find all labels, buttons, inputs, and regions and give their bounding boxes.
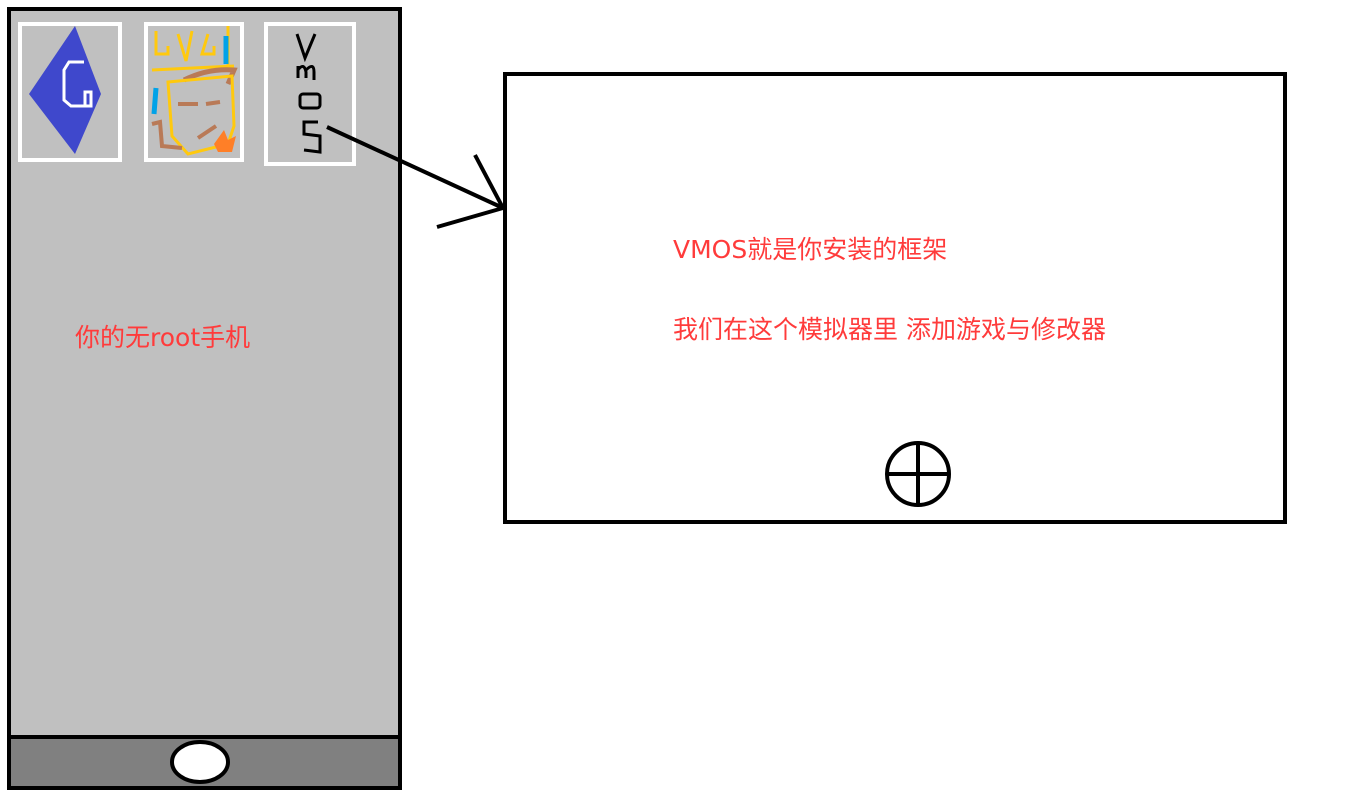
phone-nav-bar [7, 735, 402, 790]
g-diamond-icon [29, 26, 101, 154]
vmos-window [503, 72, 1287, 524]
phone-label: 你的无root手机 [75, 323, 251, 352]
vmos-instructions: 我们在这个模拟器里 添加游戏与修改器 [673, 315, 1106, 344]
app-g[interactable] [18, 22, 122, 162]
vmos-icon [295, 33, 322, 154]
character-face-icon [151, 26, 238, 156]
app-vmos[interactable] [264, 22, 356, 166]
vmos-description: VMOS就是你安装的框架 [673, 235, 948, 264]
app-game-character[interactable] [144, 22, 244, 162]
